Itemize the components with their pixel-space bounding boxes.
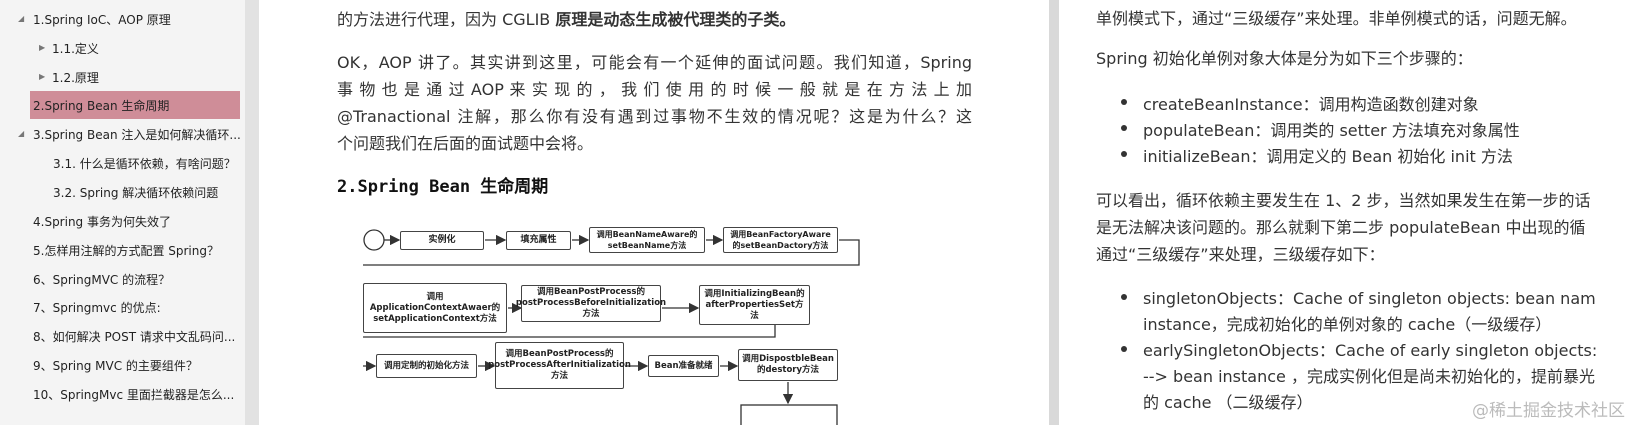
toc-item[interactable]: 3.1. 什么是循环依赖，有啥问题？ bbox=[0, 149, 245, 177]
paragraph-line: 的方法进行代理，因为 CGLIB 原理是动态生成被代理类的子类。 bbox=[337, 6, 795, 33]
toc-item-label: 5.怎样用注解的方式配置 Spring？ bbox=[33, 243, 219, 258]
toc-item[interactable]: ▶ 1.2.原理 bbox=[0, 63, 245, 91]
paragraph-line: @Tranactional 注解，那么你有没有遇到过事物不生效的情况呢？这是为什… bbox=[337, 107, 972, 126]
list-item: earlySingletonObjects：Cache of early sin… bbox=[1121, 338, 1598, 416]
toc-item[interactable]: ◢ 3.Spring Bean 注入是如何解决循环... bbox=[0, 120, 245, 148]
paragraph: 可以看出，循环依赖主要发生在 1、2 步，当然如果发生在第一步的话 是无法解决该… bbox=[1096, 187, 1591, 268]
toc-item[interactable]: 8、如何解决 POST 请求中文乱码问... bbox=[0, 322, 245, 350]
diagram-node: 实例化 bbox=[400, 231, 484, 250]
toc-item-label: 6、SpringMVC 的流程？ bbox=[33, 272, 171, 287]
expanded-triangle-icon[interactable]: ◢ bbox=[18, 129, 25, 138]
list-item: singletonObjects：Cache of singleton obje… bbox=[1121, 286, 1596, 338]
paragraph-line: 是无法解决该问题的。那么就剩下第二步 populateBean 中出现的循 bbox=[1096, 218, 1586, 237]
diagram-node: Bean准备就绪 bbox=[648, 355, 719, 377]
diagram-node: 调用DispostbleBean的destory方法 bbox=[738, 349, 838, 381]
paragraph-line: 个问题我们在后面的面试题中会将。 bbox=[337, 134, 594, 153]
toc-sidebar: ◢ 1.Spring IoC、AOP 原理 ▶ 1.1.定义 ▶ 1.2.原理 … bbox=[0, 0, 246, 425]
document-page-right: 单例模式下，通过“三级缓存”来处理。非单例模式的话，问题无解。 Spring 初… bbox=[1059, 0, 1639, 425]
toc-item[interactable]: 10、SpringMvc 里面拦截器是怎么... bbox=[0, 380, 245, 408]
bullet-dot-icon bbox=[1121, 346, 1127, 352]
toc-item-label: 3.2. Spring 解决循环依赖问题 bbox=[53, 185, 219, 200]
text-run: 的方法进行代理，因为 CGLIB bbox=[337, 10, 551, 29]
collapsed-triangle-icon[interactable]: ▶ bbox=[39, 43, 46, 52]
diagram-node: 调用BeanPostProcess的postProcessBeforeIniti… bbox=[516, 285, 666, 322]
list-item: createBeanInstance：调用构造函数创建对象 bbox=[1121, 91, 1479, 115]
toc-item[interactable]: 9、Spring MVC 的主要组件？ bbox=[0, 351, 245, 379]
list-item-text: 的 cache （二级缓存） bbox=[1143, 393, 1313, 412]
diagram-node: 调用BeanNameAware的setBeanName方法 bbox=[589, 227, 705, 253]
expanded-triangle-icon[interactable]: ◢ bbox=[18, 14, 25, 23]
diagram-node: 调用ApplicationContextAwaer的setApplication… bbox=[363, 283, 507, 333]
list-item-text: --> bean instance ，完成实例化但是尚未初始化的，提前暴光 bbox=[1143, 367, 1595, 386]
diagram-node: 调用定制的初始化方法 bbox=[376, 354, 477, 378]
list-item-text: populateBean：调用类的 setter 方法填充对象属性 bbox=[1143, 121, 1520, 140]
paragraph-line: 通过“三级缓存”来处理，三级缓存如下： bbox=[1096, 245, 1385, 264]
paragraph-line: 单例模式下，通过“三级缓存”来处理。非单例模式的话，问题无解。 bbox=[1096, 9, 1577, 28]
start-node bbox=[363, 229, 385, 251]
toc-item-active[interactable]: 2.Spring Bean 生命周期 bbox=[0, 91, 245, 119]
list-item-text: createBeanInstance：调用构造函数创建对象 bbox=[1143, 95, 1479, 114]
paragraph: OK，AOP 讲了。其实讲到这里，可能会有一个延伸的面试问题。我们知道，Spri… bbox=[337, 49, 972, 157]
paragraph-line: 可以看出，循环依赖主要发生在 1、2 步，当然如果发生在第一步的话 bbox=[1096, 191, 1591, 210]
toc-item-label: 8、如何解决 POST 请求中文乱码问... bbox=[33, 329, 236, 344]
bullet-dot-icon bbox=[1121, 99, 1127, 105]
toc-item-label: 9、Spring MVC 的主要组件？ bbox=[33, 358, 198, 373]
bullet-dot-icon bbox=[1121, 294, 1127, 300]
diagram-node: 调用BeanFactoryAware的setBeanDactory方法 bbox=[723, 227, 838, 253]
diagram-node: 填充属性 bbox=[506, 231, 571, 250]
list-item-text: instance，完成初始化的单例对象的 cache（一级缓存） bbox=[1143, 315, 1552, 334]
toc-item-label: 10、SpringMvc 里面拦截器是怎么... bbox=[33, 387, 235, 402]
paragraph-line: 事 物 也 是 通 过 AOP 来 实 现 的 ， 我 们 使 用 的 时 候 … bbox=[337, 80, 972, 99]
bold-text-run: 原理是动态生成被代理类的子类。 bbox=[555, 10, 796, 29]
paragraph-line: Spring 初始化单例对象大体是分为如下三个步骤的： bbox=[1096, 49, 1473, 68]
sidebar-splitter[interactable] bbox=[245, 0, 259, 425]
bullet-dot-icon bbox=[1121, 125, 1127, 131]
active-highlight bbox=[30, 91, 240, 119]
toc-item-label: 1.1.定义 bbox=[52, 41, 99, 56]
toc-item[interactable]: 5.怎样用注解的方式配置 Spring？ bbox=[0, 236, 245, 264]
diagram-node: 调用BeanPostProcess的postProcessAfterInitia… bbox=[488, 342, 631, 389]
toc-item-label: 3.Spring Bean 注入是如何解决循环... bbox=[33, 127, 241, 142]
watermark: @稀土掘金技术社区 bbox=[1472, 401, 1625, 421]
toc-item[interactable]: ◢ 1.Spring IoC、AOP 原理 bbox=[0, 5, 245, 33]
document-page-left: 的方法进行代理，因为 CGLIB 原理是动态生成被代理类的子类。 OK，AOP … bbox=[259, 0, 1049, 425]
toc-item-label: 1.Spring IoC、AOP 原理 bbox=[33, 12, 171, 27]
bean-lifecycle-diagram: 实例化 填充属性 调用BeanNameAware的setBeanName方法 调… bbox=[363, 225, 923, 425]
list-item-text: singletonObjects：Cache of singleton obje… bbox=[1143, 289, 1596, 308]
list-item-text: initializeBean：调用定义的 Bean 初始化 init 方法 bbox=[1143, 147, 1513, 166]
diagram-node: 调用InitializingBean的afterPropertiesSet方法 bbox=[699, 285, 810, 325]
section-heading: 2.Spring Bean 生命周期 bbox=[337, 177, 549, 197]
toc-item-label: 1.2.原理 bbox=[52, 70, 99, 85]
toc-item[interactable]: 7、Springmvc 的优点: bbox=[0, 293, 245, 321]
toc-item[interactable]: 3.2. Spring 解决循环依赖问题 bbox=[0, 178, 245, 206]
list-item: initializeBean：调用定义的 Bean 初始化 init 方法 bbox=[1121, 143, 1513, 167]
toc-item-label: 2.Spring Bean 生命周期 bbox=[33, 98, 170, 113]
toc-item[interactable]: 4.Spring 事务为何失效了 bbox=[0, 207, 245, 235]
list-item: populateBean：调用类的 setter 方法填充对象属性 bbox=[1121, 117, 1520, 141]
bullet-dot-icon bbox=[1121, 151, 1127, 157]
toc-item[interactable]: ▶ 1.1.定义 bbox=[0, 34, 245, 62]
toc-item-label: 3.1. 什么是循环依赖，有啥问题？ bbox=[53, 156, 236, 171]
list-item-text: earlySingletonObjects：Cache of early sin… bbox=[1143, 341, 1598, 360]
toc-item[interactable]: 6、SpringMVC 的流程？ bbox=[0, 265, 245, 293]
toc-item-label: 4.Spring 事务为何失效了 bbox=[33, 214, 171, 229]
paragraph-line: OK，AOP 讲了。其实讲到这里，可能会有一个延伸的面试问题。我们知道，Spri… bbox=[337, 53, 972, 72]
diagram-connectors bbox=[363, 229, 860, 425]
collapsed-triangle-icon[interactable]: ▶ bbox=[39, 72, 46, 81]
toc-item-label: 7、Springmvc 的优点: bbox=[33, 300, 161, 315]
